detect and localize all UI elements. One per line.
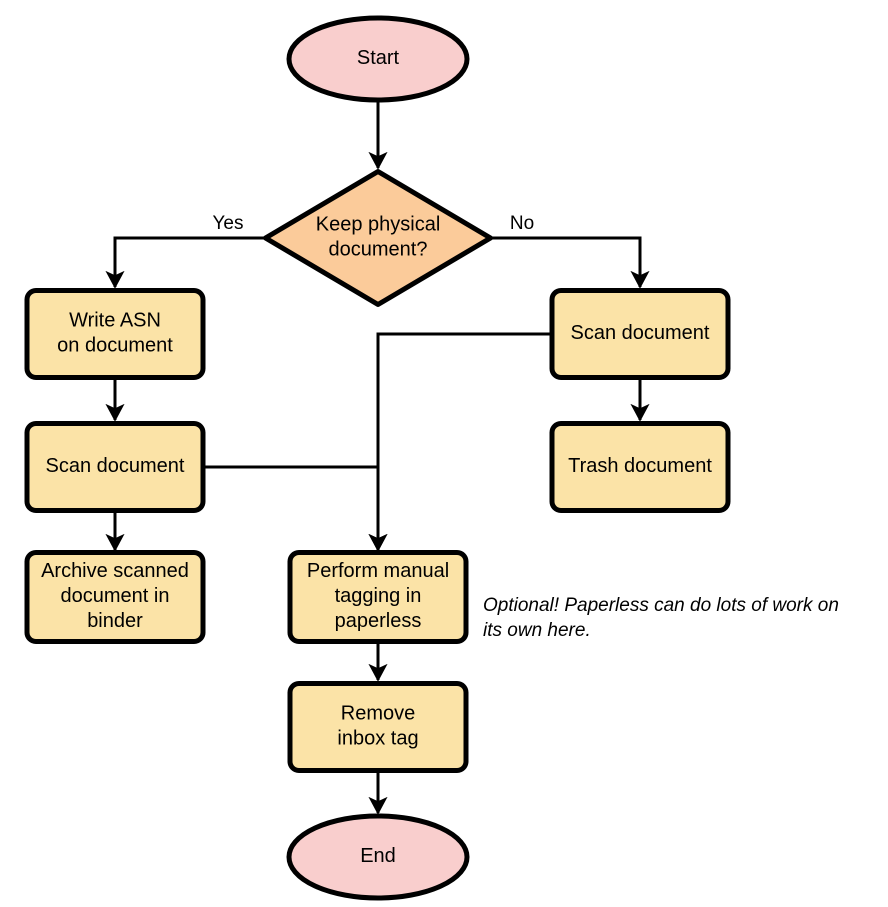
edge-scan-right-to-tagging xyxy=(368,332,552,552)
node-shape-start xyxy=(286,15,470,103)
edge-decision-no xyxy=(490,236,650,289)
node-scan-document-right[interactable]: Scan document xyxy=(549,288,731,380)
edge-label-yes-label: Yes xyxy=(213,213,244,234)
node-shape-trash-document xyxy=(549,421,731,513)
edge-decision-yes xyxy=(105,236,265,289)
node-label-scan-document-left: Scan document xyxy=(46,455,185,477)
node-shape-scan-document-left xyxy=(24,421,206,513)
node-start[interactable]: Start xyxy=(286,15,470,103)
node-label-trash-document: Trash document xyxy=(568,455,712,477)
node-trash-document[interactable]: Trash document xyxy=(549,421,731,513)
node-label-start: Start xyxy=(357,47,400,69)
node-shape-archive-binder xyxy=(24,550,206,644)
node-shape-manual-tagging xyxy=(287,550,469,644)
node-shape-remove-inbox-tag xyxy=(287,681,469,773)
edges-layer xyxy=(105,100,650,815)
edge-labels-layer: Yes No xyxy=(213,213,535,234)
node-scan-document-left[interactable]: Scan document xyxy=(24,421,206,513)
edge-scan-left-to-tagging xyxy=(203,465,388,552)
node-shape-keep-physical xyxy=(263,169,493,307)
node-label-end: End xyxy=(360,845,396,867)
edge-label-no-label: No xyxy=(510,213,534,234)
node-shape-end xyxy=(286,813,470,901)
annotation-optional-note: Optional! Paperless can do lots of work … xyxy=(483,595,839,641)
annotations-layer: Optional! Paperless can do lots of work … xyxy=(483,595,839,641)
node-shape-scan-document-right xyxy=(549,288,731,380)
node-end[interactable]: End xyxy=(286,813,470,901)
node-shape-write-asn xyxy=(24,288,206,380)
node-label-scan-document-right: Scan document xyxy=(571,322,710,344)
